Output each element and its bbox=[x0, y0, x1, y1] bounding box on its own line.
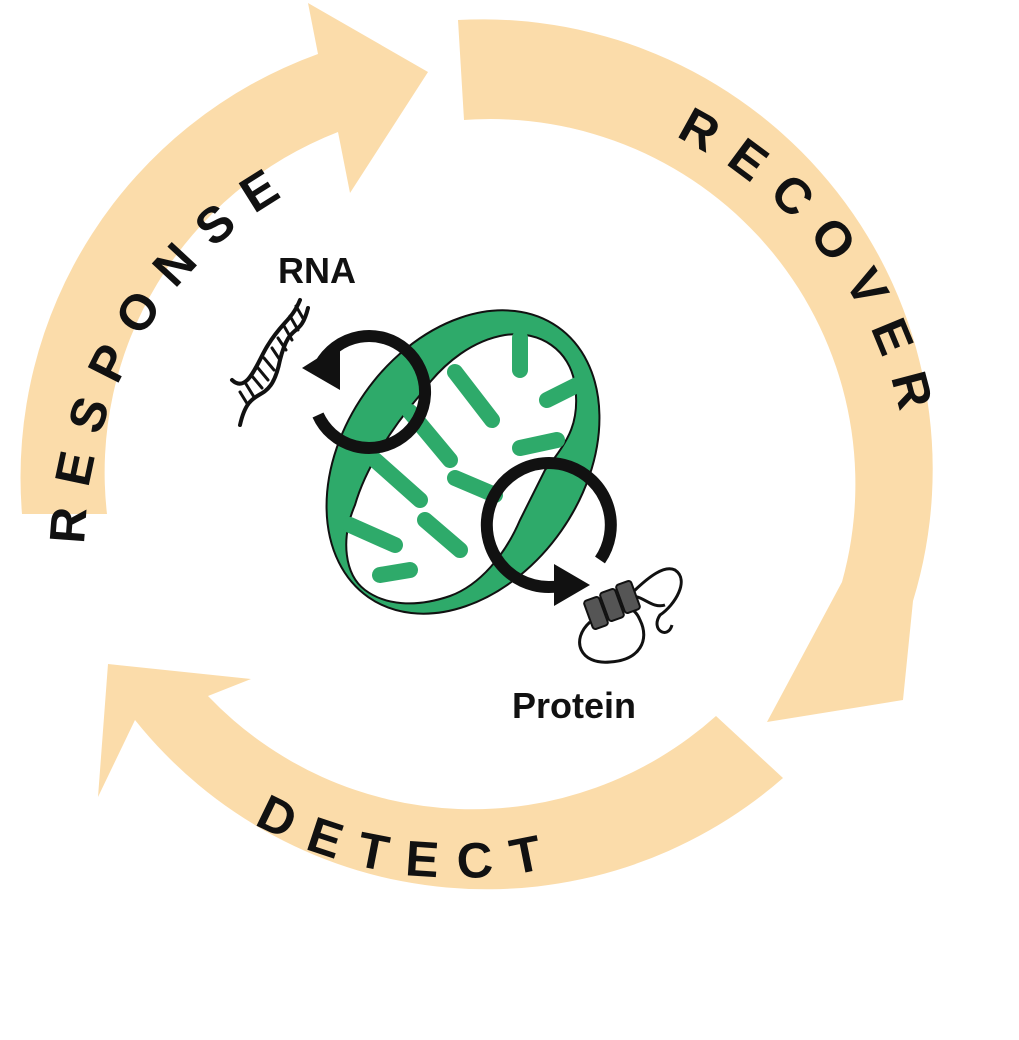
response-arrow bbox=[20, 3, 428, 514]
protein-label: Protein bbox=[512, 685, 636, 726]
protein-cycle-arrow-icon bbox=[480, 457, 617, 606]
recover-arrow bbox=[458, 19, 933, 723]
mitochondrion-matrix bbox=[345, 333, 578, 605]
detect-arrow bbox=[98, 664, 783, 890]
rna-strand-icon bbox=[230, 298, 310, 427]
mitochondrion-icon bbox=[325, 309, 601, 615]
protein-fold-icon bbox=[578, 567, 683, 664]
detect-label: DETECT bbox=[249, 784, 566, 890]
rna-label: RNA bbox=[278, 250, 356, 291]
alpha-helix bbox=[583, 580, 641, 630]
rna-cycle-arrow-icon bbox=[302, 330, 432, 454]
cycle-arrows bbox=[20, 3, 933, 890]
